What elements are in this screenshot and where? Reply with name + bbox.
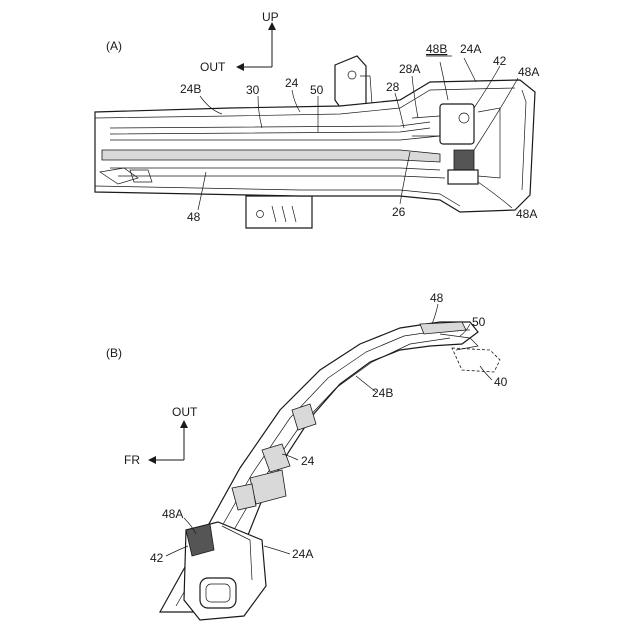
direction-arrows-b: OUT FR: [124, 405, 198, 467]
out-arrow-head: [236, 63, 244, 71]
figure-b: (B) OUT FR: [106, 291, 508, 620]
ref-50-b: 50: [472, 315, 486, 329]
fr-label: FR: [124, 453, 140, 467]
ref-24: 24: [285, 76, 299, 90]
ref-48: 48: [187, 210, 201, 224]
ref-24a-b: 24A: [292, 547, 313, 561]
figure-a-label: (A): [106, 39, 122, 53]
ref-42: 42: [493, 54, 507, 68]
ref-42-b: 42: [150, 551, 164, 565]
ref-48-b: 48: [430, 291, 444, 305]
ref-48a-top: 48A: [518, 65, 539, 79]
direction-arrows-a: UP OUT: [200, 10, 279, 74]
ref-48a-b: 48A: [162, 507, 183, 521]
bottom-bracket: [246, 196, 312, 228]
fr-arrow-head: [148, 456, 156, 464]
ref-24-b: 24: [301, 454, 315, 468]
ref-30: 30: [246, 83, 260, 97]
lower-lamp-assembly: [184, 522, 266, 620]
ref-28: 28: [386, 80, 400, 94]
socket-42: [200, 578, 236, 608]
light-guide-48: [102, 150, 440, 162]
up-label: UP: [262, 10, 279, 24]
outer-housing: [95, 80, 535, 212]
connector-48a: [454, 150, 474, 170]
figure-a: (A) UP OUT: [95, 10, 539, 228]
ref-48b: 48B: [426, 42, 447, 56]
top-bracket: [335, 56, 372, 110]
out-arrow-b-head: [180, 420, 188, 428]
ref-40-b: 40: [494, 375, 508, 389]
out-label: OUT: [200, 60, 226, 74]
ref-48a-bottom: 48A: [516, 207, 537, 221]
ref-28a: 28A: [399, 62, 420, 76]
ref-24b: 24B: [180, 82, 201, 96]
ref-24b-b: 24B: [372, 386, 393, 400]
dashed-part-40: [452, 348, 500, 372]
ref-26: 26: [392, 205, 406, 219]
ref-50: 50: [310, 83, 324, 97]
ref-24a: 24A: [460, 42, 481, 56]
light-source-42: [440, 104, 474, 144]
out-label-b: OUT: [172, 405, 198, 419]
figure-b-label: (B): [106, 346, 122, 360]
